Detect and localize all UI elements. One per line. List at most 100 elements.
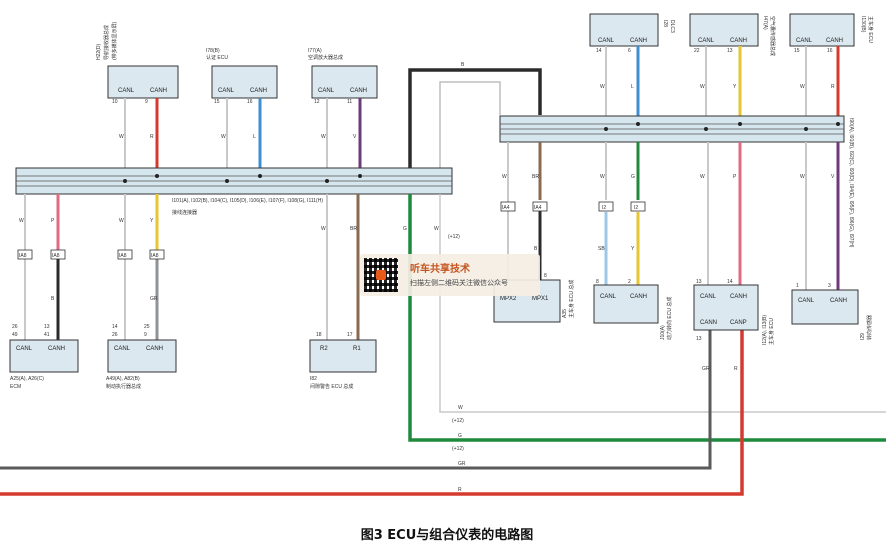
i82-r1: R1 [353, 346, 361, 352]
pin-h22-1: 10 [112, 99, 118, 105]
wcolor-p-2: P [733, 174, 737, 180]
wcolor-r-3: R [734, 366, 738, 372]
wcolor-r-1: R [150, 134, 154, 140]
bus-g: G [458, 433, 462, 439]
bus-labels: W (+12) G (+12) GR R (+12) [448, 234, 466, 493]
a49-canl: CANL [114, 346, 131, 352]
right-junction-refs: I90(A), I91(B), I92(C), I93(D), I94(E), … [848, 118, 854, 248]
h22-name2: (带多媒体显示屏) [111, 21, 118, 60]
i12-code: I12(A), I13(B) [762, 315, 768, 345]
wcolor-b-2: B [534, 246, 538, 252]
pin-i77-1: 12 [314, 99, 320, 105]
wcolor-g-2: G [631, 174, 635, 180]
figure-caption: 图3 ECU与组合仪表的电路图 [360, 528, 534, 543]
wcolor-w-13: W [700, 174, 705, 180]
bus-w: W [458, 405, 463, 411]
i29-name: 转向传感器 [866, 315, 873, 340]
i29-canh: CANH [830, 298, 847, 304]
gray-bottom-wire [0, 320, 712, 470]
module-i82: R2 R1 I82 间隙警告 ECU 总成 [309, 339, 377, 390]
pin-j10-1: 8 [596, 279, 599, 285]
i47-name: 空气囊传感器总成 [769, 16, 776, 56]
wcolor-w-2: W [221, 134, 226, 140]
conn-ia8-3: IA8 [119, 253, 127, 259]
wcolor-g-1: G [403, 226, 407, 232]
pin-a25-2: 49 [12, 332, 18, 338]
pin-a25-1: 26 [12, 324, 18, 330]
wcolor-w-10: W [434, 226, 439, 232]
module-h22: CANL CANH H22(D) 导航接收器总成 (带多媒体显示屏) [96, 21, 179, 99]
h22-canh: CANH [150, 88, 167, 94]
i78-name: 认证 ECU [206, 54, 228, 61]
pin-i28-1: 14 [596, 48, 602, 54]
qr-code-icon [364, 258, 398, 292]
a49-canh: CANH [146, 346, 163, 352]
module-i47: CANL CANH I47(A) 空气囊传感器总成 [689, 13, 776, 56]
i28-name: DLC3 [669, 20, 675, 33]
wcolor-p-1: P [51, 218, 55, 224]
bus-gr: GR [458, 461, 466, 467]
wcolor-w-3: W [321, 134, 326, 140]
conn-ia8-2: IA8 [52, 253, 60, 259]
i12-cann: CANN [700, 320, 717, 326]
wcolor-br-2: BR [532, 174, 539, 180]
a49-code: A49(A), A82(B) [106, 376, 140, 382]
conn-ia4-2: IA4 [534, 205, 542, 211]
wcolor-w-6: W [800, 84, 805, 90]
j10-canl: CANL [600, 294, 617, 300]
splice-dots [123, 122, 840, 183]
i47-canl: CANL [698, 38, 715, 44]
h22-name: 导航接收器总成 [103, 25, 110, 60]
watermark-banner: 听车共享技术 扫描左侧二维码关注微信公众号 [360, 254, 540, 296]
i77-canl: CANL [318, 88, 335, 94]
module-i29: CANL CANH I29 转向传感器 [791, 289, 873, 340]
i82-r2: R2 [320, 346, 328, 352]
module-i12: CANL CANH CANN CANP I12(A), I13(B) 主车身 E… [693, 284, 775, 345]
h22-canl: CANL [118, 88, 135, 94]
wcolor-b-loop: B [461, 62, 465, 68]
bus-n12-b: (+12) [452, 446, 464, 452]
wcolor-w-1: W [119, 134, 124, 140]
pin-i82-1: 18 [316, 332, 322, 338]
pin-numbers: 10 9 15 16 12 11 14 6 22 13 15 16 26 49 … [12, 48, 833, 342]
pin-i12-3: 13 [696, 336, 702, 342]
i12-canh: CANH [730, 294, 747, 300]
pin-i78-2: 16 [247, 99, 253, 105]
watermark-subtitle: 扫描左侧二维码关注微信公众号 [410, 279, 508, 287]
wcolor-w-14: W [800, 174, 805, 180]
pin-i78-1: 15 [214, 99, 220, 105]
pin-i29-2: 3 [828, 283, 831, 289]
j10-name: 动力转向 ECU 总成 [666, 297, 673, 340]
black-loop-wire [408, 68, 542, 168]
pin-i130-2: 16 [827, 48, 833, 54]
i77-code: I77(A) [308, 48, 322, 54]
i82-code: I82 [310, 376, 317, 382]
pin-a49-3: 25 [144, 324, 150, 330]
left-junction-name: 接线连接器 [172, 209, 197, 216]
watermark-title: 听车共享技术 [410, 264, 470, 275]
right-junction-bus: I90(A), I91(B), I92(C), I93(D), I94(E), … [499, 115, 854, 248]
pin-a25-4: 41 [44, 332, 50, 338]
wcolor-r-2: R [831, 84, 835, 90]
pin-i130-1: 15 [794, 48, 800, 54]
a35-mpx2: MPX2 [500, 296, 517, 302]
i130-code: I130(B) [860, 16, 866, 33]
i29-canl: CANL [798, 298, 815, 304]
wcolor-w-11: W [502, 174, 507, 180]
white-loop-wire [439, 81, 501, 168]
wcolor-b-1: B [51, 296, 55, 302]
module-i130: CANL CANH I130(B) 主车身 ECU [789, 13, 874, 47]
pin-i47-2: 13 [727, 48, 733, 54]
h22-code: H22(D) [96, 44, 102, 60]
pin-i12-1: 13 [696, 279, 702, 285]
wire-color-labels: W R W L W V B W L W Y W R W P B W Y GR W… [19, 62, 835, 372]
pin-i47-1: 22 [694, 48, 700, 54]
bus-n12-c: (+12) [448, 234, 460, 240]
j10-canh: CANH [630, 294, 647, 300]
pin-i29-1: 1 [796, 283, 799, 289]
i12-canp: CANP [730, 320, 747, 326]
a25-name: ECM [10, 384, 21, 390]
conn-ia8-4: IA8 [151, 253, 159, 259]
module-i77: CANL CANH I77(A) 空调放大器总成 [308, 48, 378, 99]
